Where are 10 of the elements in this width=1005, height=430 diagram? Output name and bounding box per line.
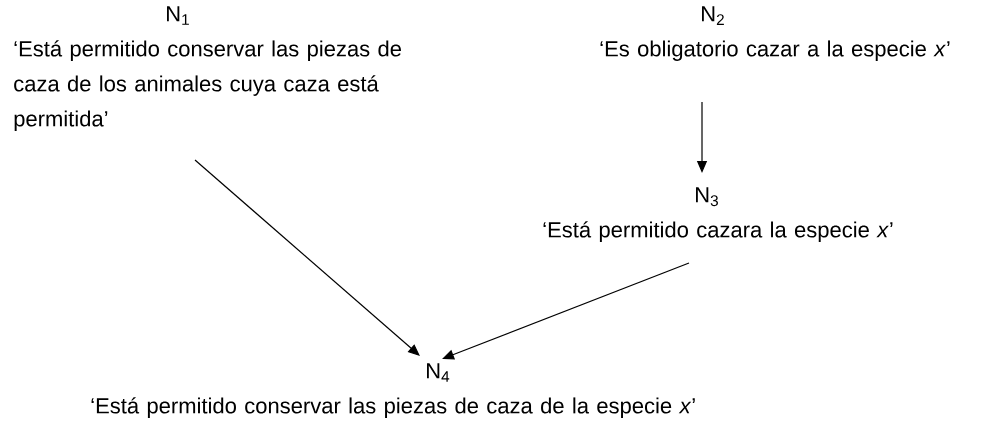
node-heading: N$_{4}$ (427, 363, 450, 382)
node-text: ‘Está permitido conservar las piezas de caza de la especie x’ (91, 397, 695, 418)
node-text: ‘Está permitido cazara la especie x’ (543, 221, 893, 242)
node-heading: N$_{3}$ (696, 187, 718, 207)
node-text: ‘Es obligatorio cazar a la especie x’ (600, 40, 950, 61)
node-heading: N$_{2}$ (702, 6, 724, 25)
arrow (442, 262, 690, 360)
node-text: ‘Está permitido conservar las piezas de caza de los animales cuya caza está permitida’ (14, 40, 401, 131)
node-heading: N$_{1}$ (167, 6, 189, 25)
arrow (194, 159, 420, 356)
